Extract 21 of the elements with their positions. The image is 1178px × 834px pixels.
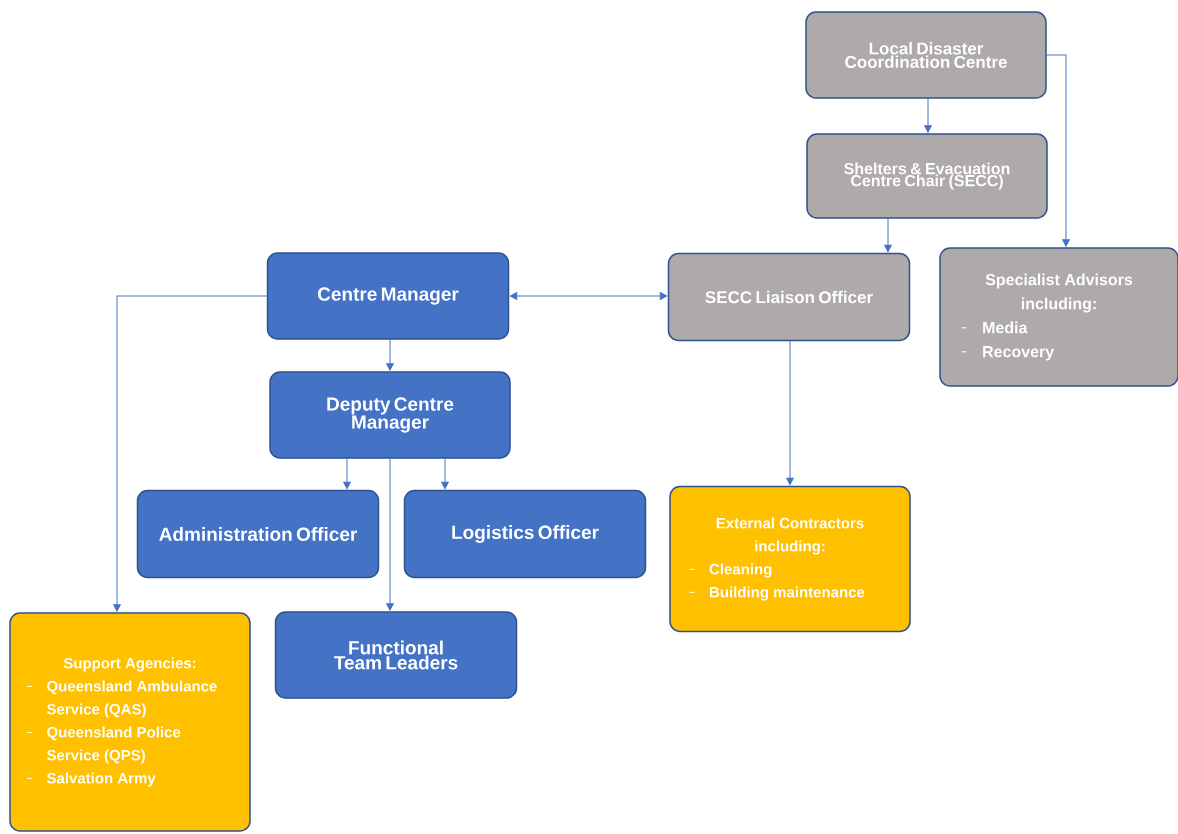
arrow [441,458,449,490]
arrow [786,340,794,486]
process-box: Support Agencies: Queensland Ambulance Service (QAS) Queensland Police Service (QPS) Salvation Army [9,612,251,832]
process-box: SECC Liaison Officer [667,252,911,342]
arrow [386,339,394,371]
arrow [884,218,892,253]
arrow [343,458,351,490]
arrow [509,292,668,300]
process-box: Shelters & Evacuation Centre Chair (SECC) [806,133,1048,219]
arrow [1046,54,1070,247]
arrow [113,295,268,612]
arrow [924,98,932,133]
process-box: Administration Officer [136,489,380,579]
process-box: External Contractors including: Cleaning Building maintenance [669,485,911,633]
process-box: Functional Team Leaders [274,611,518,699]
process-box: Logistics Officer [403,489,647,579]
arrow [386,458,394,611]
process-box: Local Disaster Coordination Centre [805,11,1047,99]
process-box: Deputy Centre Manager [269,371,511,459]
process-box: Specialist Advisors including: Media Recovery [939,247,1178,387]
process-box: Centre Manager [266,252,510,340]
